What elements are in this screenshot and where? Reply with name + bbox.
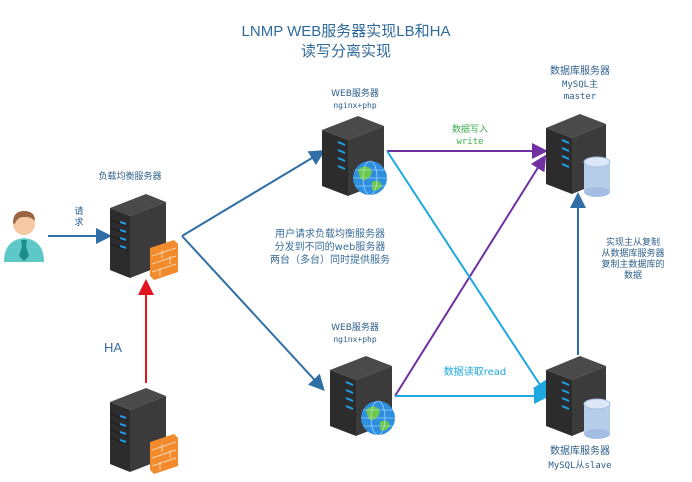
database-server-icon bbox=[546, 356, 611, 439]
write-label: 数据写入 write bbox=[420, 124, 520, 148]
web-server-icon bbox=[322, 116, 387, 196]
db-master-label: 数据库服务器 bbox=[550, 66, 610, 77]
web2-sublabel: nginx+php bbox=[333, 335, 377, 344]
write-label-en: write bbox=[456, 137, 484, 147]
replication-note-line: 实现主从复制 bbox=[605, 238, 660, 248]
client-node bbox=[2, 206, 46, 262]
ha-label: HA bbox=[104, 340, 123, 355]
db-master-role: master bbox=[563, 92, 597, 102]
lb-to-web2-arrow bbox=[181, 235, 325, 391]
diagram-title: LNMP WEB服务器实现LB和HA bbox=[241, 23, 451, 40]
lb-note: 用户请求负载均衡服务器 分发到不同的web服务器 两台（多台）同时提供服务 bbox=[240, 228, 420, 267]
db-master-node[interactable] bbox=[544, 110, 616, 202]
load-balancer-label: 负载均衡服务器 bbox=[98, 172, 162, 182]
replication-note: 实现主从复制 从数据库服务器 复制主数据库的 数据 bbox=[588, 238, 678, 282]
lb-note-line: 两台（多台）同时提供服务 bbox=[270, 255, 390, 266]
request-label: 请求 bbox=[74, 207, 84, 228]
read-label: 数据读取read bbox=[443, 367, 507, 378]
replication-note-line: 从数据库服务器 bbox=[601, 249, 665, 259]
web2-label: WEB服务器 bbox=[331, 323, 379, 333]
firewall-server-icon bbox=[110, 194, 178, 280]
web-server-icon bbox=[330, 356, 395, 436]
db-slave-node[interactable] bbox=[544, 352, 616, 444]
web1-label: WEB服务器 bbox=[331, 89, 379, 99]
write-label-cn: 数据写入 bbox=[451, 125, 488, 135]
db-slave-sublabel: MySQL从slave bbox=[548, 461, 612, 471]
web1-sublabel: nginx+php bbox=[333, 101, 377, 110]
firewall-server-icon bbox=[110, 388, 178, 474]
load-balancer-node[interactable] bbox=[108, 190, 183, 284]
replication-note-line: 复制主数据库的 bbox=[601, 260, 665, 270]
lb-note-line: 分发到不同的web服务器 bbox=[274, 242, 386, 253]
web1-node[interactable] bbox=[320, 112, 392, 204]
db-master-sublabel: MySQL主 bbox=[561, 80, 599, 90]
ha-backup-node[interactable] bbox=[108, 384, 183, 478]
lb-note-line: 用户请求负载均衡服务器 bbox=[275, 229, 385, 240]
user-icon bbox=[4, 211, 44, 262]
database-server-icon bbox=[546, 114, 611, 197]
web2-node[interactable] bbox=[328, 352, 400, 444]
replication-note-line: 数据 bbox=[623, 271, 642, 281]
lb-to-web1-arrow bbox=[181, 149, 326, 237]
web1-read-slave-arrow bbox=[386, 150, 549, 398]
db-slave-label: 数据库服务器 bbox=[550, 446, 610, 457]
diagram-subtitle: 读写分离实现 bbox=[300, 43, 391, 60]
